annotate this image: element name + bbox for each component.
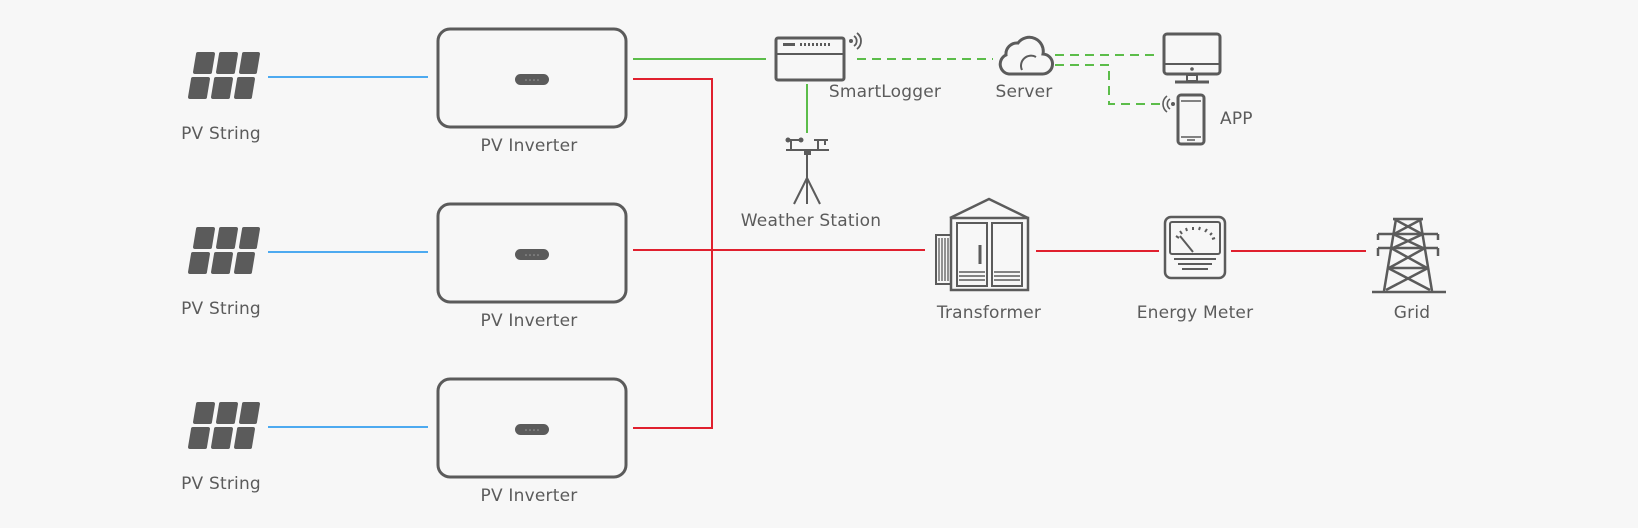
server-label: Server: [995, 82, 1053, 102]
inverter-icon: [436, 377, 628, 479]
pv-inverter-label: PV Inverter: [480, 136, 578, 156]
app-label: APP: [1220, 109, 1253, 129]
monitor-icon: [1162, 32, 1222, 84]
pv-string-label: PV String: [181, 299, 261, 319]
transformer-label: Transformer: [936, 303, 1042, 323]
pv-inverter-label: PV Inverter: [480, 486, 578, 506]
energy-meter-label: Energy Meter: [1136, 303, 1254, 323]
smartphone-icon: [1162, 93, 1206, 146]
grid-label: Grid: [1393, 303, 1431, 323]
transmission-tower-icon: [1372, 217, 1446, 294]
smartlogger-icon: [774, 32, 862, 82]
inverter-icon: [436, 27, 628, 129]
energy-meter-icon: [1163, 215, 1227, 280]
dc-links: [268, 76, 428, 428]
pv-string-label: PV String: [181, 474, 261, 494]
solar-panel-icon: [188, 52, 260, 99]
weather-station-icon: [785, 137, 829, 205]
smartlogger-label: SmartLogger: [828, 82, 942, 102]
transformer-icon: [935, 197, 1030, 292]
data-links: [633, 54, 1160, 133]
link-inverter1-bus: [633, 78, 713, 429]
pv-inverter-label: PV Inverter: [480, 311, 578, 331]
inverter-icon: [436, 202, 628, 304]
link-server-app: [1055, 64, 1160, 105]
pv-string-label: PV String: [181, 124, 261, 144]
solar-panel-icon: [188, 402, 260, 449]
cloud-icon: [998, 35, 1054, 76]
ac-links: [633, 78, 1366, 429]
solar-panel-icon: [188, 227, 260, 274]
weather-station-label: Weather Station: [740, 211, 882, 231]
